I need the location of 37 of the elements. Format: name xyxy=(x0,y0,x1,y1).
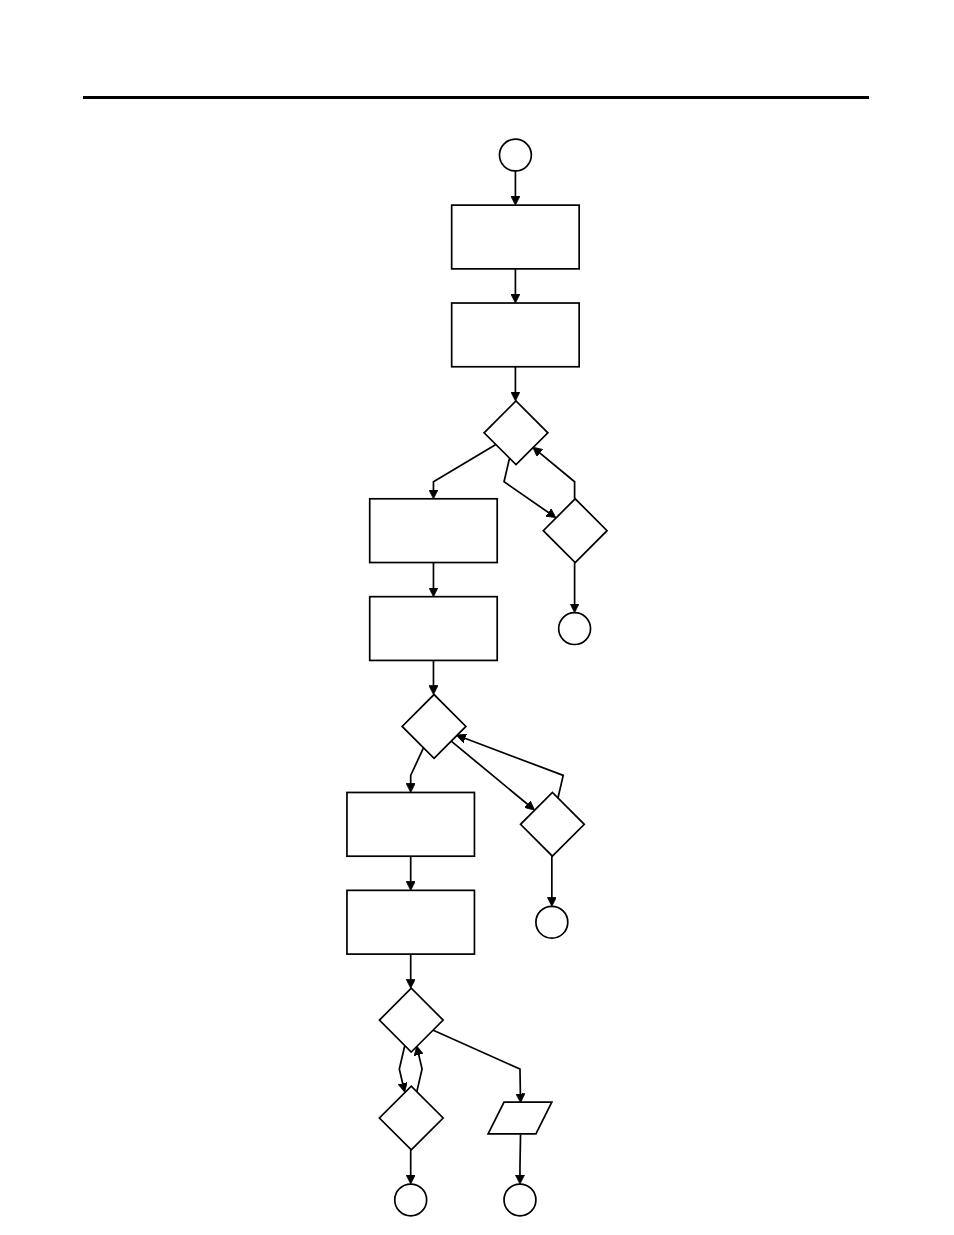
arrow xyxy=(569,561,580,614)
arrow xyxy=(510,268,521,304)
arrow xyxy=(405,747,425,793)
connector-circle xyxy=(503,1183,537,1217)
arrow xyxy=(397,1045,408,1093)
connector-circle xyxy=(535,905,569,939)
arrow xyxy=(546,855,557,907)
arrow xyxy=(503,457,557,519)
connector-circle xyxy=(557,611,592,646)
arrow xyxy=(532,446,576,500)
decision-diamond xyxy=(378,1084,445,1152)
decision-diamond xyxy=(542,497,609,564)
process-box xyxy=(368,595,499,662)
process-box xyxy=(368,497,499,564)
decision-diamond xyxy=(519,791,586,858)
arrow xyxy=(428,659,439,696)
arrow xyxy=(428,443,497,500)
arrow xyxy=(428,561,439,598)
process-box xyxy=(346,889,476,955)
connector-circle xyxy=(393,1183,428,1217)
arrow xyxy=(405,1149,416,1185)
arrow xyxy=(413,1045,424,1093)
arrow xyxy=(514,1133,525,1185)
process-box xyxy=(346,791,476,858)
process-box xyxy=(450,302,580,368)
decision-diamond xyxy=(482,399,550,466)
arrow xyxy=(510,170,521,206)
arrow xyxy=(456,733,565,800)
connector-circle xyxy=(498,138,533,172)
process-box xyxy=(450,204,580,270)
decision-diamond xyxy=(378,987,445,1054)
input-output-parallelogram xyxy=(486,1101,554,1135)
arrow xyxy=(405,953,416,989)
arrow xyxy=(405,855,416,891)
arrow xyxy=(450,740,535,811)
decision-diamond xyxy=(400,693,468,760)
arrow xyxy=(510,365,521,402)
